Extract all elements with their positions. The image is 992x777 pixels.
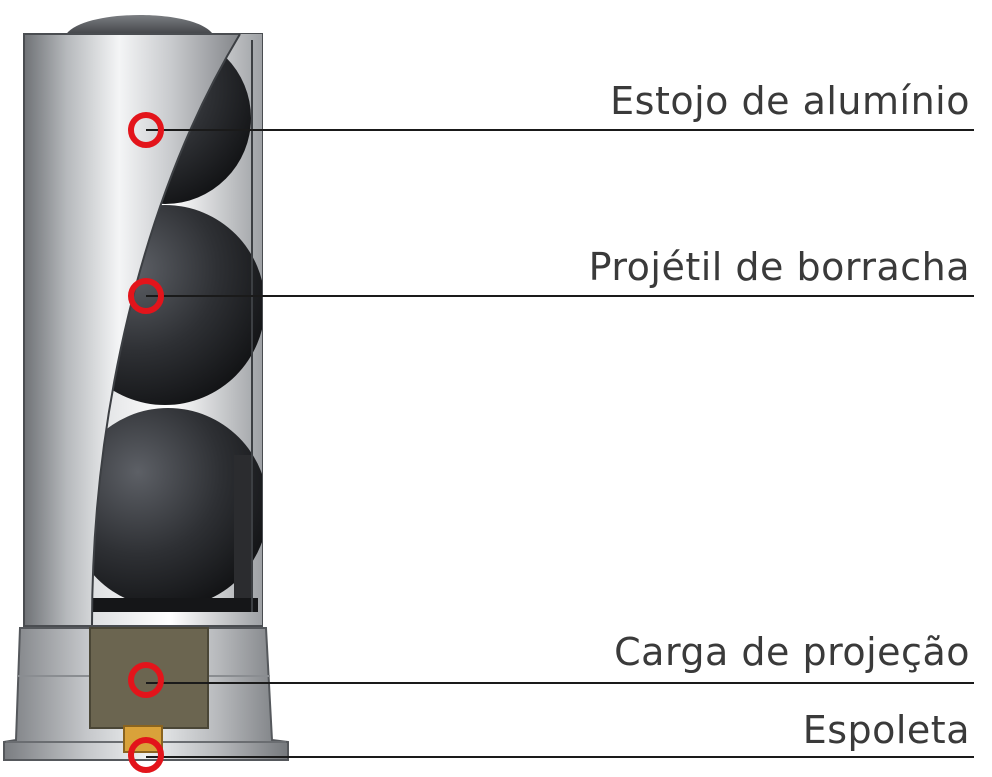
- rubber-ball-3: [92, 408, 262, 608]
- marker-aluminum: [128, 112, 164, 148]
- label-primer: Espoleta: [802, 708, 970, 752]
- marker-rubber: [128, 278, 164, 314]
- label-propellant-charge: Carga de projeção: [614, 630, 970, 674]
- label-rubber-projectile: Projétil de borracha: [588, 245, 970, 289]
- label-aluminum-case: Estojo de alumínio: [610, 79, 970, 123]
- top-dome: [65, 15, 214, 36]
- marker-charge: [128, 662, 164, 698]
- marker-primer: [128, 737, 164, 773]
- wad-disc: [92, 598, 258, 612]
- dark-wad: [234, 455, 252, 607]
- propellant-charge-block: [89, 627, 209, 729]
- cutaway-edge: [91, 33, 241, 626]
